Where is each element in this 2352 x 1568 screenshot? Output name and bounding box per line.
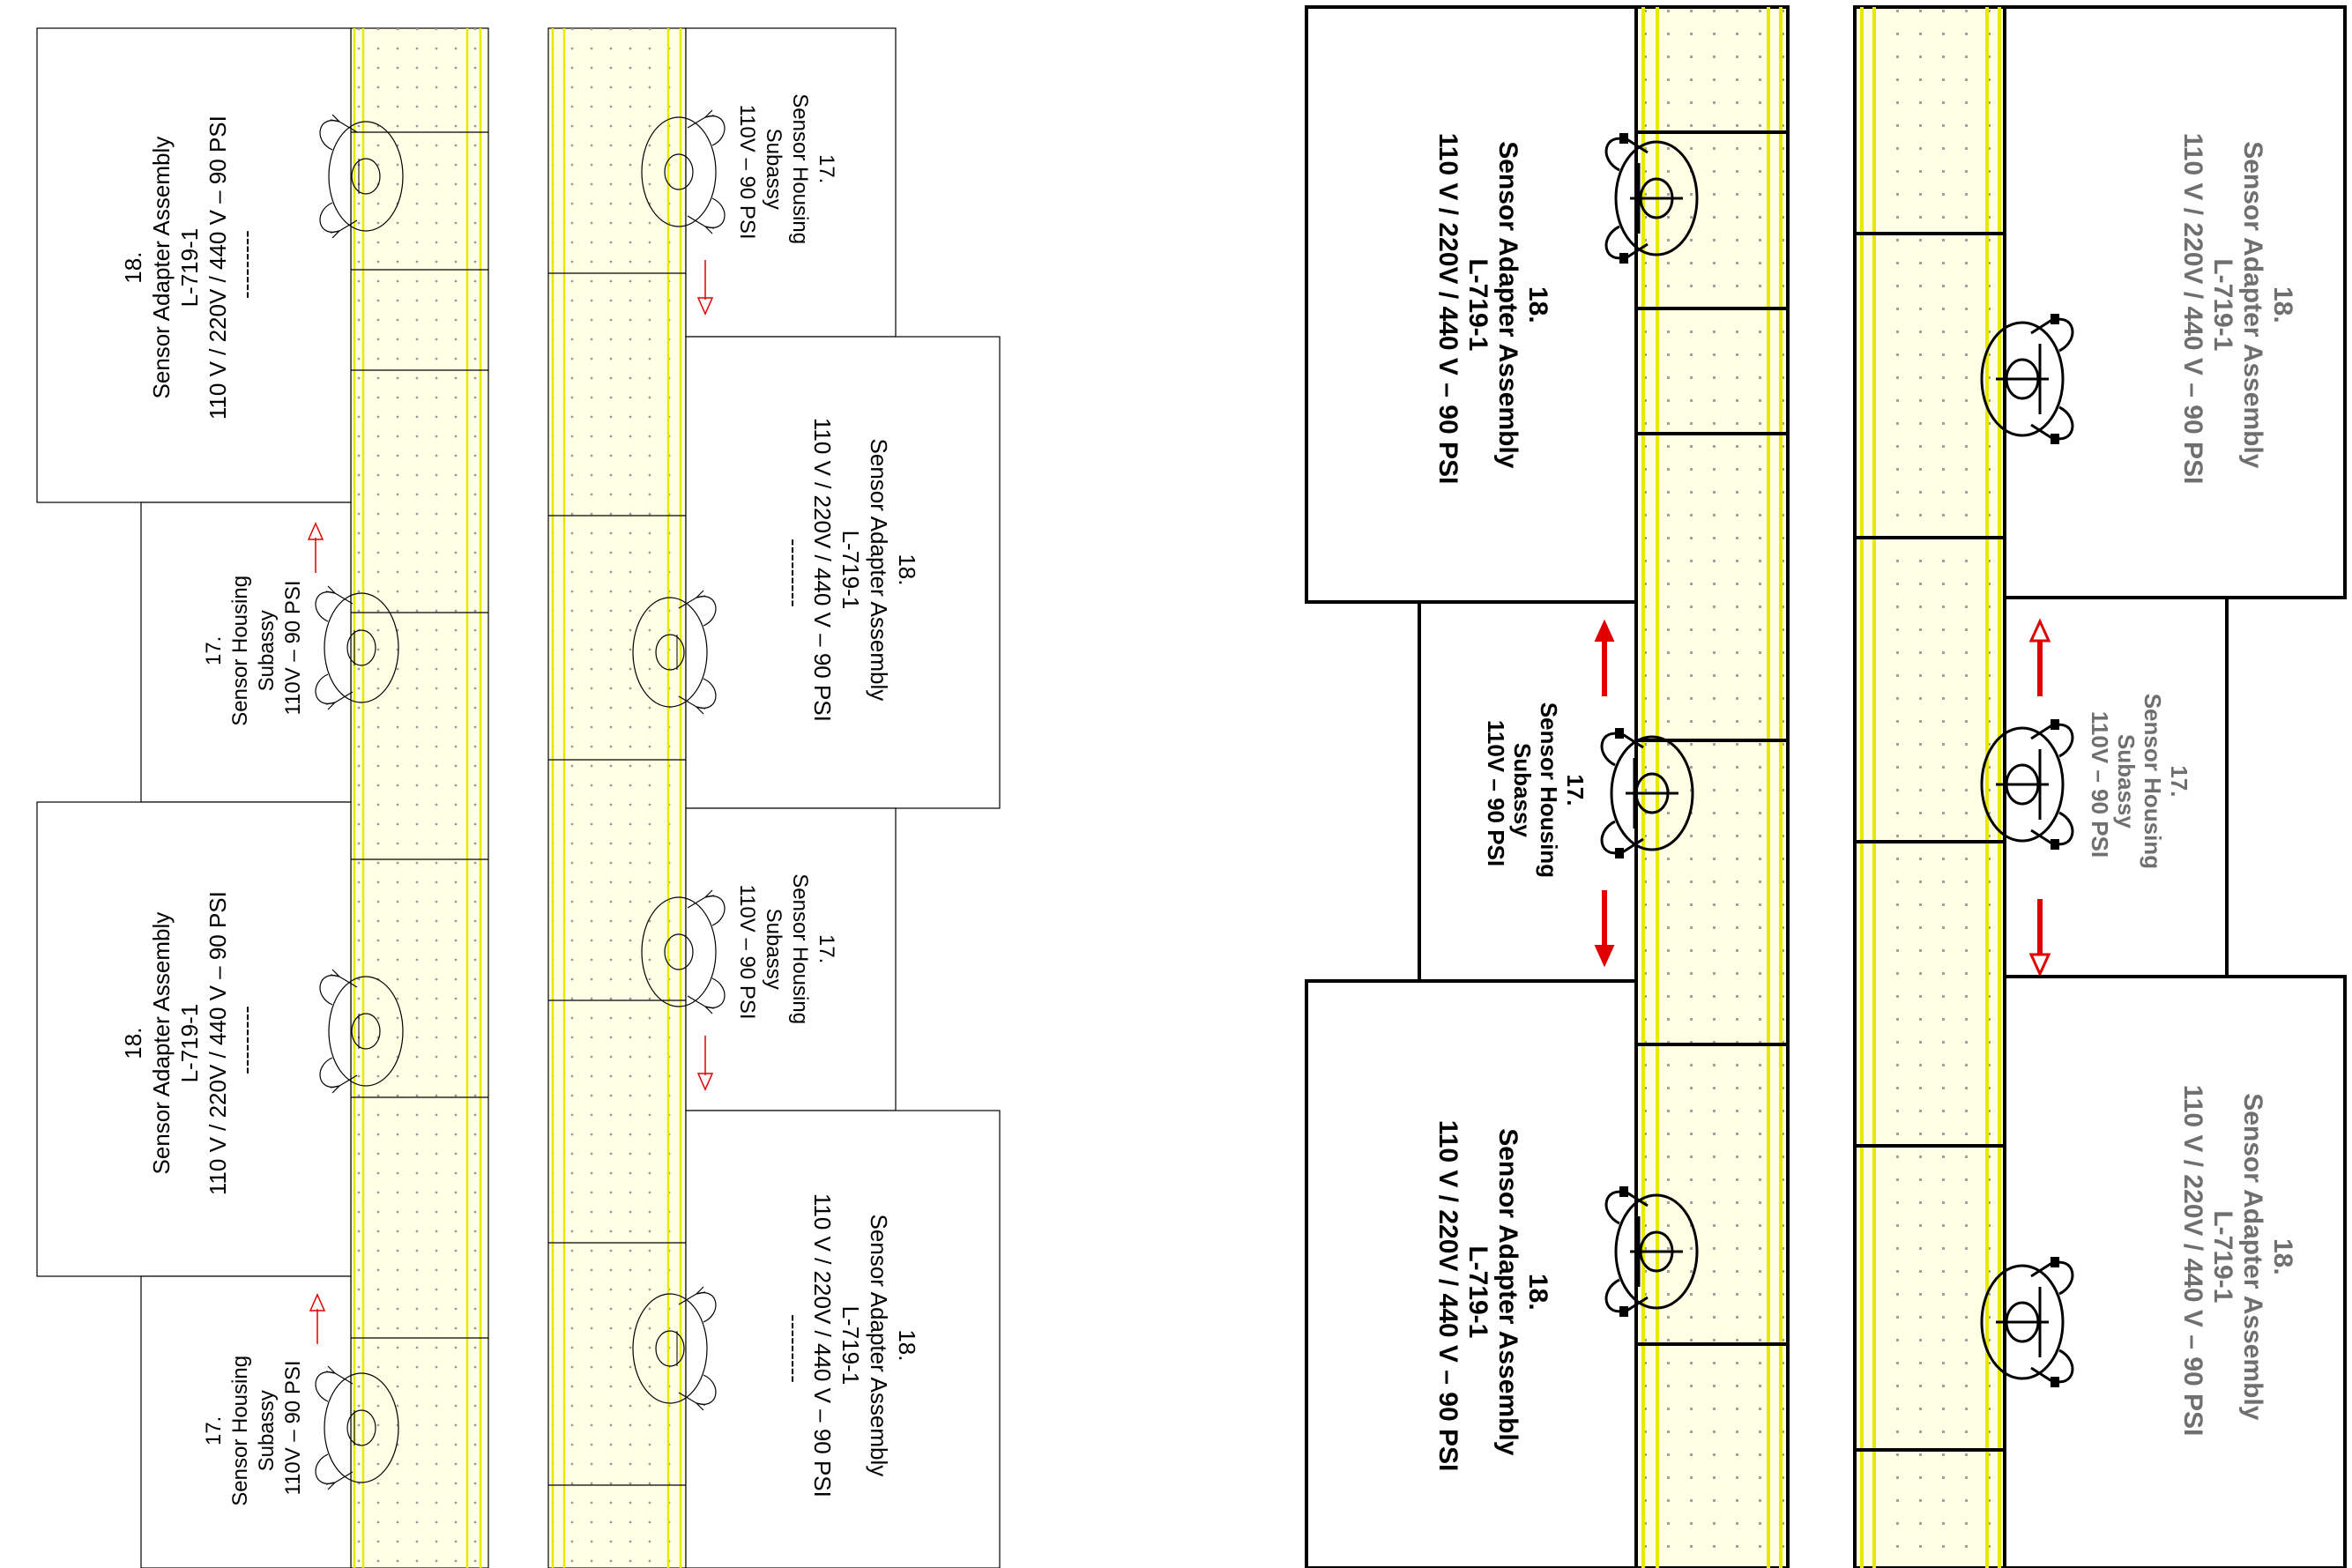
station-name: Sensor Adapter Assembly (2238, 1093, 2267, 1421)
station-sub: Subassy (762, 129, 785, 210)
station-name: Sensor Housing (788, 873, 812, 1024)
station-number: 17. (2166, 765, 2192, 797)
station-box-left-8: 18. Sensor Adapter Assembly L-719-1 110 … (632, 1110, 1001, 1568)
station-number: 17. (815, 934, 838, 963)
station-box-right-5: 17. Sensor Housing Subassy 110V – 90 PSI (1980, 596, 2229, 978)
station-name: Sensor Adapter Assembly (866, 1215, 892, 1477)
station-spec: 110 V / 220V / 440 V – 90 PSI (2178, 1085, 2207, 1437)
station-code: L-719-1 (1463, 1245, 1492, 1338)
station-code: L-719-1 (837, 531, 864, 610)
station-number: 18. (894, 554, 920, 585)
station-number: 17. (815, 154, 838, 183)
station-code: L-719-1 (176, 228, 203, 308)
conveyor-right-1 (1634, 5, 1790, 1568)
station-code: L-719-1 (2208, 258, 2237, 351)
station-box-left-1: 18. Sensor Adapter Assembly L-719-1 110 … (36, 27, 404, 503)
station-box-left-4: 17. Sensor Housing Subassy 110V – 90 PSI (140, 1275, 399, 1568)
station-spec: 110 V / 220V / 440 V – 90 PSI (205, 891, 231, 1195)
station-number: 18. (894, 1329, 920, 1361)
conveyor-left-1 (350, 27, 489, 1568)
station-number: 18. (2268, 286, 2297, 323)
station-spec: 110 V / 220V / 440 V – 90 PSI (205, 115, 231, 420)
station-spec: 110V – 90 PSI (735, 105, 759, 240)
station-spec: 110V – 90 PSI (735, 885, 759, 1020)
conveyor-left-2 (547, 27, 687, 1568)
station-name: Sensor Adapter Assembly (1493, 141, 1522, 469)
svg-text:18. Sensor Adapter A: 18. Sensor Adapter Assembly L-719-1 110 … (120, 109, 259, 420)
station-box-right-2: 17. Sensor Housing Subassy 110V – 90 PSI (1418, 600, 1694, 983)
station-name: Sensor Housing (788, 93, 812, 244)
station-spec: 110V – 90 PSI (1483, 720, 1509, 866)
station-spec: 110 V / 220V / 440 V – 90 PSI (1433, 133, 1463, 485)
svg-text:17. Sensor Housing: 17. Sensor Housing Subassy 110V – 90 PSI (735, 93, 838, 249)
station-sub: Subassy (255, 1390, 279, 1471)
svg-text:18. Sensor Adapter A: 18. Sensor Adapter Assembly L-719-1 110 … (781, 418, 920, 728)
station-spec: 110V – 90 PSI (281, 1361, 305, 1496)
station-box-left-7: 17. Sensor Housing Subassy 110V – 90 PSI (641, 807, 897, 1111)
right-panel: 18. Sensor Adapter Assembly L-719-1 110 … (1176, 0, 2352, 1568)
station-sub: Subassy (762, 909, 785, 990)
station-sub: Subassy (1509, 743, 1536, 837)
station-spec: 110 V / 220V / 440 V – 90 PSI (809, 1193, 836, 1497)
station-box-left-5: 17. Sensor Housing Subassy 110V – 90 PSI (641, 27, 897, 338)
station-name: Sensor Adapter Assembly (148, 912, 175, 1175)
station-name: Sensor Adapter Assembly (866, 439, 892, 702)
svg-text:18. Sensor Adapter A: 18. Sensor Adapter Assembly L-719-1 110 … (2178, 1085, 2297, 1437)
station-number: 18. (120, 252, 146, 284)
station-box-left-3: 18. Sensor Adapter Assembly L-719-1 110 … (36, 801, 404, 1277)
station-number: 18. (2268, 1238, 2297, 1275)
station-name: Sensor Adapter Assembly (2238, 141, 2267, 469)
station-code: L-719-1 (1463, 258, 1492, 351)
left-panel: 18. Sensor Adapter Assembly L-719-1 110 … (36, 27, 1001, 1568)
station-name: Sensor Adapter Assembly (148, 137, 175, 399)
station-sub: Subassy (255, 610, 279, 691)
station-name: Sensor Housing (2140, 694, 2166, 869)
svg-text:17. Sensor Housing: 17. Sensor Housing Subassy 110V – 90 PSI (735, 873, 838, 1029)
station-spec: 110V – 90 PSI (2087, 711, 2113, 858)
station-box-right-6: 18. Sensor Adapter Assembly L-719-1 110 … (1980, 975, 2347, 1568)
station-name: Sensor Housing (1536, 702, 1562, 878)
station-name: Sensor Adapter Assembly (1493, 1128, 1522, 1456)
station-spec: 110 V / 220V / 440 V – 90 PSI (1433, 1120, 1463, 1472)
svg-text:18. Sensor Adapter A: 18. Sensor Adapter Assembly L-719-1 110 … (120, 885, 259, 1195)
station-dash: --------- (781, 1314, 808, 1383)
station-dash: --------- (233, 1006, 259, 1074)
station-number: 17. (202, 636, 226, 665)
station-code: L-719-1 (2208, 1210, 2237, 1303)
left-panel-drawing: 18. Sensor Adapter Assembly L-719-1 110 … (36, 27, 1001, 1568)
station-box-left-2: 17. Sensor Housing Subassy 110V – 90 PSI (140, 502, 399, 803)
station-number: 18. (120, 1028, 146, 1059)
svg-text:18. Sensor Adapter A: 18. Sensor Adapter Assembly L-719-1 110 … (1433, 133, 1552, 485)
station-number: 18. (1523, 1274, 1552, 1311)
svg-text:17. Sensor Housing: 17. Sensor Housing Subassy 110V – 90 PSI (202, 1349, 305, 1505)
station-name: Sensor Housing (228, 1356, 252, 1506)
station-spec: 110V – 90 PSI (281, 581, 305, 716)
station-spec: 110 V / 220V / 440 V – 90 PSI (809, 418, 836, 722)
svg-text:17. Sensor Housing: 17. Sensor Housing Subassy 110V – 90 PSI (202, 569, 305, 725)
station-sub: Subassy (2113, 734, 2140, 829)
svg-text:17. Sensor Housing: 17. Sensor Housing Subassy 110V – 90 PSI (2087, 694, 2192, 876)
station-box-right-3: 18. Sensor Adapter Assembly L-719-1 110 … (1305, 979, 1699, 1568)
svg-text:18. Sensor Adapter A: 18. Sensor Adapter Assembly L-719-1 110 … (2178, 133, 2297, 485)
station-number: 17. (1562, 774, 1589, 806)
station-number: 18. (1523, 286, 1552, 323)
station-box-left-6: 18. Sensor Adapter Assembly L-719-1 110 … (632, 336, 1001, 809)
svg-text:18. Sensor Adapter A: 18. Sensor Adapter Assembly L-719-1 110 … (1433, 1120, 1552, 1472)
station-dash: --------- (233, 230, 259, 299)
station-code: L-719-1 (837, 1306, 864, 1386)
conveyor-right-2 (1853, 5, 2006, 1568)
svg-text:18. Sensor Adapter A: 18. Sensor Adapter Assembly L-719-1 110 … (781, 1193, 920, 1504)
svg-text:17. Sensor Housing: 17. Sensor Housing Subassy 110V – 90 PSI (1483, 702, 1589, 885)
station-name: Sensor Housing (228, 576, 252, 726)
station-code: L-719-1 (176, 1004, 203, 1083)
station-box-right-1: 18. Sensor Adapter Assembly L-719-1 110 … (1305, 5, 1699, 604)
station-box-right-4: 18. Sensor Adapter Assembly L-719-1 110 … (1980, 5, 2347, 599)
right-panel-drawing: 18. Sensor Adapter Assembly L-719-1 110 … (1305, 5, 2347, 1568)
station-spec: 110 V / 220V / 440 V – 90 PSI (2178, 133, 2207, 485)
station-dash: --------- (781, 539, 808, 607)
station-number: 17. (202, 1416, 226, 1445)
